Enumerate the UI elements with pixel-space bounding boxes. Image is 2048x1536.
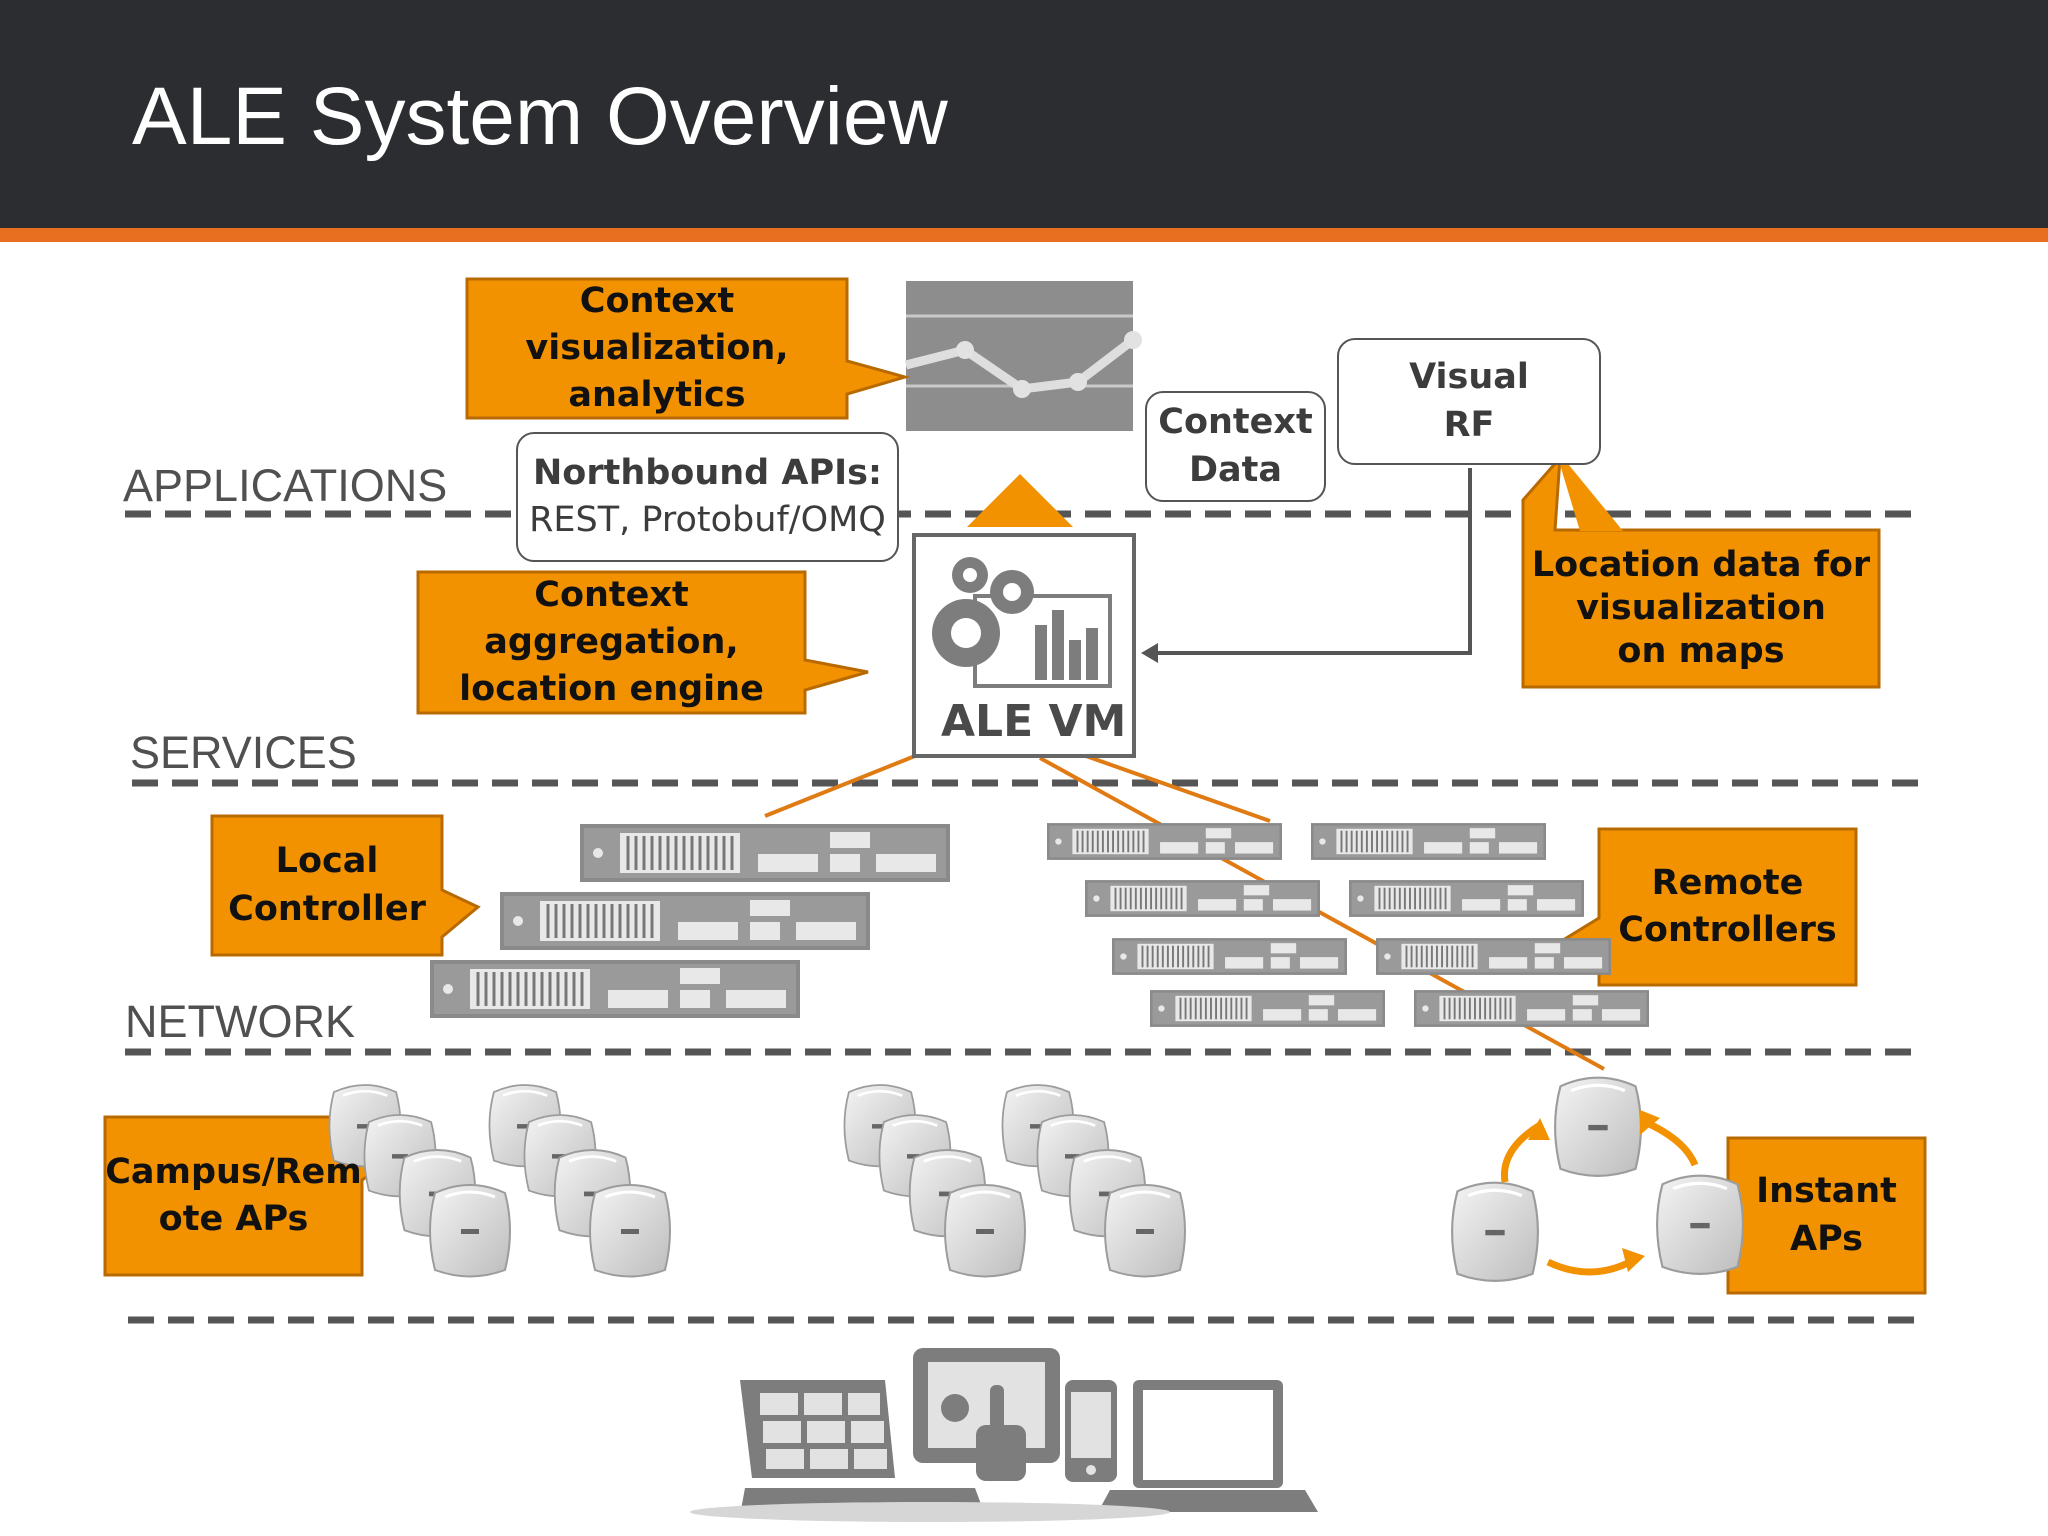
context-data-line1: Context [1158, 402, 1313, 443]
callout-line: Controllers [1618, 910, 1837, 950]
callout-context-aggregation: Context aggregation, location engine [418, 572, 805, 713]
visual-rf-box: Visual RF [1337, 338, 1601, 465]
visual-rf-line1: Visual [1409, 357, 1529, 398]
laptop-icon [1098, 1380, 1318, 1512]
callout-line: Remote [1651, 862, 1804, 903]
slide-title: ALE System Overview [132, 71, 948, 162]
callout-instant-aps: Instant APs [1728, 1138, 1925, 1293]
client-devices [690, 1348, 1318, 1522]
callout-line: Context aggregation, [484, 574, 739, 662]
callout-line: on maps [1617, 630, 1785, 671]
callout-line: Local [275, 841, 379, 882]
callout-line: analytics [568, 375, 746, 416]
ipad-icon [913, 1348, 1060, 1481]
campus-aps-group-1 [328, 1083, 672, 1278]
callout-line: Location data for [1531, 545, 1871, 586]
remote-controllers [1047, 823, 1649, 1027]
slide-header [0, 0, 2048, 228]
callout-line: location engine [459, 669, 764, 710]
callout-line: ote APs [158, 1199, 309, 1239]
phone-icon [1065, 1380, 1117, 1482]
gears-chart-icon [932, 557, 1112, 688]
layer-label-services: SERVICES [130, 727, 357, 778]
visualrf-connector [1155, 468, 1472, 655]
callout-line: Instant [1756, 1171, 1897, 1212]
callout-line: Controller [228, 888, 426, 929]
layer-label-applications: APPLICATIONS [123, 460, 448, 511]
line-chart-icon [904, 281, 1142, 431]
instant-aps [1450, 1076, 1745, 1283]
callout-context-visualization: Context visualization, analytics [467, 279, 847, 418]
callout-remote-controllers: Remote Controllers [1599, 829, 1856, 985]
visual-rf-line2: RF [1443, 404, 1495, 445]
callout-line: Campus/Rem [105, 1151, 362, 1192]
visualrf-arrowhead [1141, 643, 1158, 663]
local-controllers [430, 824, 950, 1018]
northbound-title: Northbound APIs: [532, 452, 882, 493]
context-data-box: Context Data [1145, 391, 1326, 502]
header-stripe [0, 228, 2048, 242]
northbound-detail: REST, Protobuf/OMQ [529, 500, 886, 540]
callout-campus-aps: Campus/Rem ote APs [105, 1117, 362, 1275]
callout-location-data: Location data for visualization on maps [1523, 530, 1879, 687]
up-arrow-icon [967, 474, 1073, 527]
callout-local-controller: Local Controller [212, 816, 442, 955]
ale-vm-label: ALE VM [941, 696, 1127, 747]
callout-line: Context visualization, [525, 280, 789, 368]
callout-line: APs [1790, 1218, 1863, 1259]
callout-line: visualization [1576, 588, 1826, 629]
northbound-apis-box: Northbound APIs: REST, Protobuf/OMQ [516, 432, 899, 562]
campus-aps-group-2 [843, 1083, 1187, 1278]
ale-vm-icon [912, 533, 1136, 758]
context-data-line2: Data [1188, 449, 1283, 490]
layer-label-network: NETWORK [125, 996, 355, 1047]
